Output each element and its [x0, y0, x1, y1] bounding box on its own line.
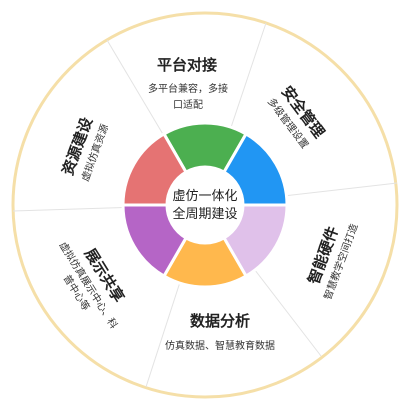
- section-platform: 平台对接 多平台兼容，多接 口适配: [148, 56, 228, 111]
- center-line-2: 全周期建设: [172, 206, 237, 222]
- center-label: 虚仿一体化 全周期建设: [172, 189, 237, 222]
- section-data: 数据分析 仿真数据、智慧教育数据: [165, 312, 275, 352]
- data-desc: 仿真数据、智慧教育数据: [165, 339, 275, 352]
- data-title: 数据分析: [190, 312, 250, 330]
- platform-title: 平台对接: [157, 56, 217, 74]
- platform-desc-line-2: 口适配: [173, 99, 203, 111]
- center-line-1: 虚仿一体化: [172, 189, 237, 204]
- donut-ring: [121, 121, 289, 289]
- center-hole: [167, 167, 243, 243]
- platform-desc-line-1: 多平台兼容，多接: [148, 82, 228, 95]
